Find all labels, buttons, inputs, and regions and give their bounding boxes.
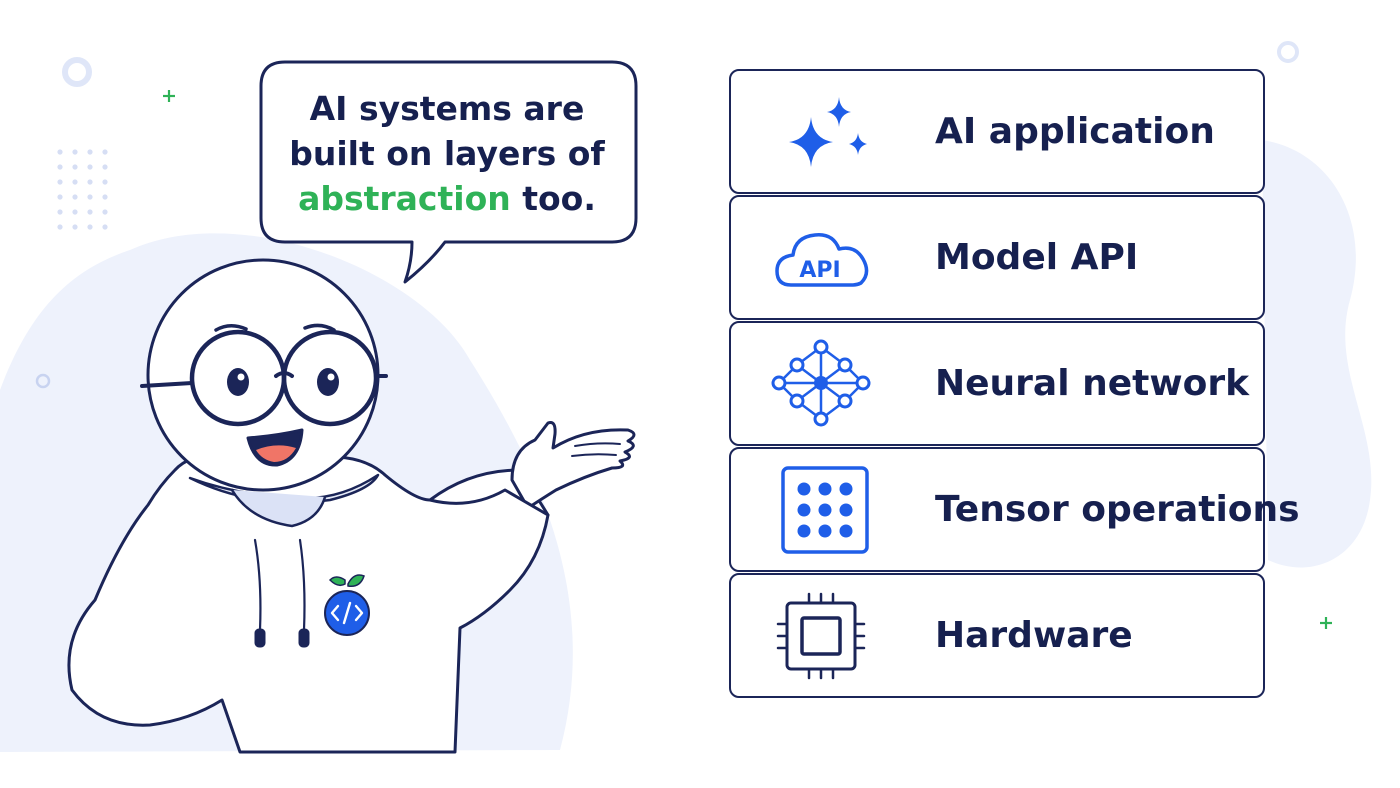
highlight-word: abstraction	[298, 179, 511, 218]
ring-decoration	[62, 57, 92, 87]
bubble-line: built on layers of	[289, 134, 605, 173]
character-eyebrow	[303, 323, 336, 332]
background-blob-right	[1262, 140, 1372, 568]
sparkles-icon	[789, 97, 867, 167]
svg-text:API: API	[799, 258, 840, 283]
grid-dot	[57, 209, 63, 215]
grid-dot	[87, 209, 93, 215]
grid-dot	[57, 194, 63, 200]
layer-label: AI application	[935, 111, 1215, 152]
chip-icon	[776, 592, 866, 680]
grid-dot	[87, 194, 93, 200]
grid-dot	[57, 179, 63, 185]
character-eyebrow	[214, 324, 248, 332]
neural-network-icon	[771, 339, 871, 427]
speech-bubble	[259, 60, 638, 284]
character	[67, 258, 636, 754]
grid-dot	[72, 164, 78, 170]
grid-dot	[72, 179, 78, 185]
grid-dot	[87, 224, 93, 230]
grid-dot	[57, 164, 63, 170]
code-icon	[324, 574, 370, 636]
layer-ai-application: AI application	[729, 69, 1265, 194]
tensor-grid-icon	[781, 466, 869, 554]
layer-tensor-operations: Tensor operations	[729, 447, 1300, 572]
layer-hardware: Hardware	[729, 573, 1265, 698]
grid-dot	[72, 209, 78, 215]
hoodie-drawstring	[298, 538, 306, 632]
layer-label: Model API	[935, 237, 1139, 278]
layer-label: Tensor operations	[935, 489, 1300, 530]
glasses	[140, 329, 388, 427]
grid-dot	[102, 179, 108, 185]
bubble-line: abstraction too.	[262, 176, 632, 221]
grid-dot	[72, 149, 78, 155]
grid-dot	[87, 164, 93, 170]
dot-grid-decoration	[57, 149, 108, 230]
grid-dot	[57, 224, 63, 230]
bubble-line-rest: too.	[510, 179, 596, 218]
speech-bubble-text: AI systems are built on layers of abstra…	[262, 86, 632, 221]
grid-dot	[87, 179, 93, 185]
layer-neural-network: Neural network	[729, 321, 1265, 446]
grid-dot	[72, 224, 78, 230]
cloud-api-icon: API	[775, 233, 869, 287]
character-eyes	[227, 368, 339, 396]
hoodie-drawstring	[253, 538, 262, 632]
layer-label: Hardware	[935, 615, 1133, 656]
grid-dot	[72, 194, 78, 200]
ring-decoration	[1277, 41, 1299, 63]
grid-dot	[102, 209, 108, 215]
grid-dot	[102, 164, 108, 170]
abstraction-layer-stack: AI application API Model API	[729, 69, 1300, 698]
grid-dot	[102, 149, 108, 155]
grid-dot	[57, 149, 63, 155]
layer-model-api: API Model API	[729, 195, 1265, 320]
character-hand	[510, 421, 636, 510]
layer-label: Neural network	[935, 363, 1250, 404]
ring-decoration	[35, 373, 51, 389]
plus-decoration	[163, 90, 1332, 629]
grid-dot	[102, 194, 108, 200]
grid-dot	[102, 224, 108, 230]
grid-dot	[87, 149, 93, 155]
bubble-line: AI systems are	[309, 89, 585, 128]
